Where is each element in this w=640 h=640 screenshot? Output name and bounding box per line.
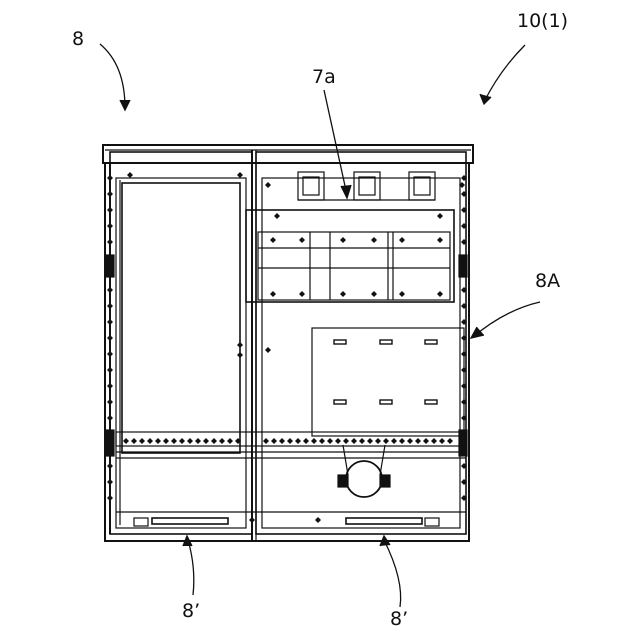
label-8-prime-left: 8’ [182, 600, 200, 622]
rivet-dot [431, 438, 437, 444]
rivet-dot [407, 438, 413, 444]
label-8-prime-right: 8’ [390, 608, 408, 630]
rivet-dot [335, 438, 341, 444]
rivet-dot [359, 438, 365, 444]
rivet-dot [131, 438, 137, 444]
rivet-dot [311, 438, 317, 444]
rivet-dot [303, 438, 309, 444]
rivet-dot [155, 438, 161, 444]
rivet-dot [107, 287, 113, 293]
cabinet-body [105, 163, 469, 541]
rivet-dot [107, 191, 113, 197]
rivet-dot [371, 237, 377, 243]
rivet-dot [147, 438, 153, 444]
handle-right [346, 518, 422, 524]
rivet-dot [327, 438, 333, 444]
rivet-dot [371, 291, 377, 297]
rivet-dot [219, 438, 225, 444]
handle-left [152, 518, 228, 524]
rivet-dot [343, 438, 349, 444]
leader-arrows [100, 44, 540, 607]
rivet-dot [415, 438, 421, 444]
label-unit-8: 8 [72, 28, 84, 50]
rivet-dot [271, 438, 277, 444]
cable-entry [346, 461, 382, 497]
rivet-dot [319, 438, 325, 444]
rivet-dot [227, 438, 233, 444]
rivet-dot [439, 438, 445, 444]
rivet-dot [123, 438, 129, 444]
rivet-dot [203, 438, 209, 444]
rivet-dot [107, 463, 113, 469]
rivet-dot [263, 438, 269, 444]
rivet-dot [107, 495, 113, 501]
panel-slots [334, 340, 437, 404]
rivet-dot [340, 291, 346, 297]
rivet-dot [139, 438, 145, 444]
left-door [110, 152, 252, 534]
rivet-dot [107, 415, 113, 421]
breaker-brackets [298, 172, 435, 200]
rivet-dot [107, 399, 113, 405]
right-door-inner [262, 178, 460, 528]
rivet-dot [187, 438, 193, 444]
label-7a: 7a [312, 66, 336, 88]
rivet-dot [383, 438, 389, 444]
rivet-dot [107, 319, 113, 325]
rivet-dot [295, 438, 301, 444]
rivet-dot [279, 438, 285, 444]
rivet-dot [270, 291, 276, 297]
rivet-dot [287, 438, 293, 444]
rivet-dot [399, 237, 405, 243]
rivet-dot [107, 479, 113, 485]
rivet-dot [391, 438, 397, 444]
rivet-dot [367, 438, 373, 444]
rivet-dot [107, 223, 113, 229]
rivet-dot [265, 182, 271, 188]
rivet-dot [237, 342, 243, 348]
rivet-dot [265, 347, 271, 353]
rivet-dot [299, 237, 305, 243]
rivet-dot [107, 383, 113, 389]
breaker-housing [246, 210, 454, 302]
rivet-dot [375, 438, 381, 444]
left-panel [122, 183, 240, 453]
rivet-dot [237, 352, 243, 358]
rivet-dot [423, 438, 429, 444]
rivet-dot [249, 517, 255, 523]
rivet-dot [107, 207, 113, 213]
rivet-dot [237, 172, 243, 178]
rivet-dot [399, 291, 405, 297]
rivet-dot [270, 237, 276, 243]
rivet-dot [211, 438, 217, 444]
label-8A: 8A [535, 270, 560, 292]
left-door-inner [116, 178, 246, 528]
rivet-dot [437, 291, 443, 297]
rivet-dot [107, 351, 113, 357]
rivet-dot [163, 438, 169, 444]
top-plate [103, 145, 473, 163]
rivet-dot [351, 438, 357, 444]
rivet-dot [437, 213, 443, 219]
rivet-dot [447, 438, 453, 444]
rivet-dot [399, 438, 405, 444]
rivet-dot [107, 367, 113, 373]
rivet-dot [107, 175, 113, 181]
rivet-dot [340, 237, 346, 243]
rivet-dot [171, 438, 177, 444]
rivet-dot [107, 335, 113, 341]
rivet-dot [179, 438, 185, 444]
rivet-dot [127, 172, 133, 178]
rivet-dot [299, 291, 305, 297]
rivet-dot [107, 239, 113, 245]
rivet-dot [315, 517, 321, 523]
rivet-dot [437, 237, 443, 243]
rivet-dot [107, 303, 113, 309]
rivet-dot [274, 213, 280, 219]
label-unit-10-1: 10(1) [517, 10, 568, 32]
rivet-dot [195, 438, 201, 444]
